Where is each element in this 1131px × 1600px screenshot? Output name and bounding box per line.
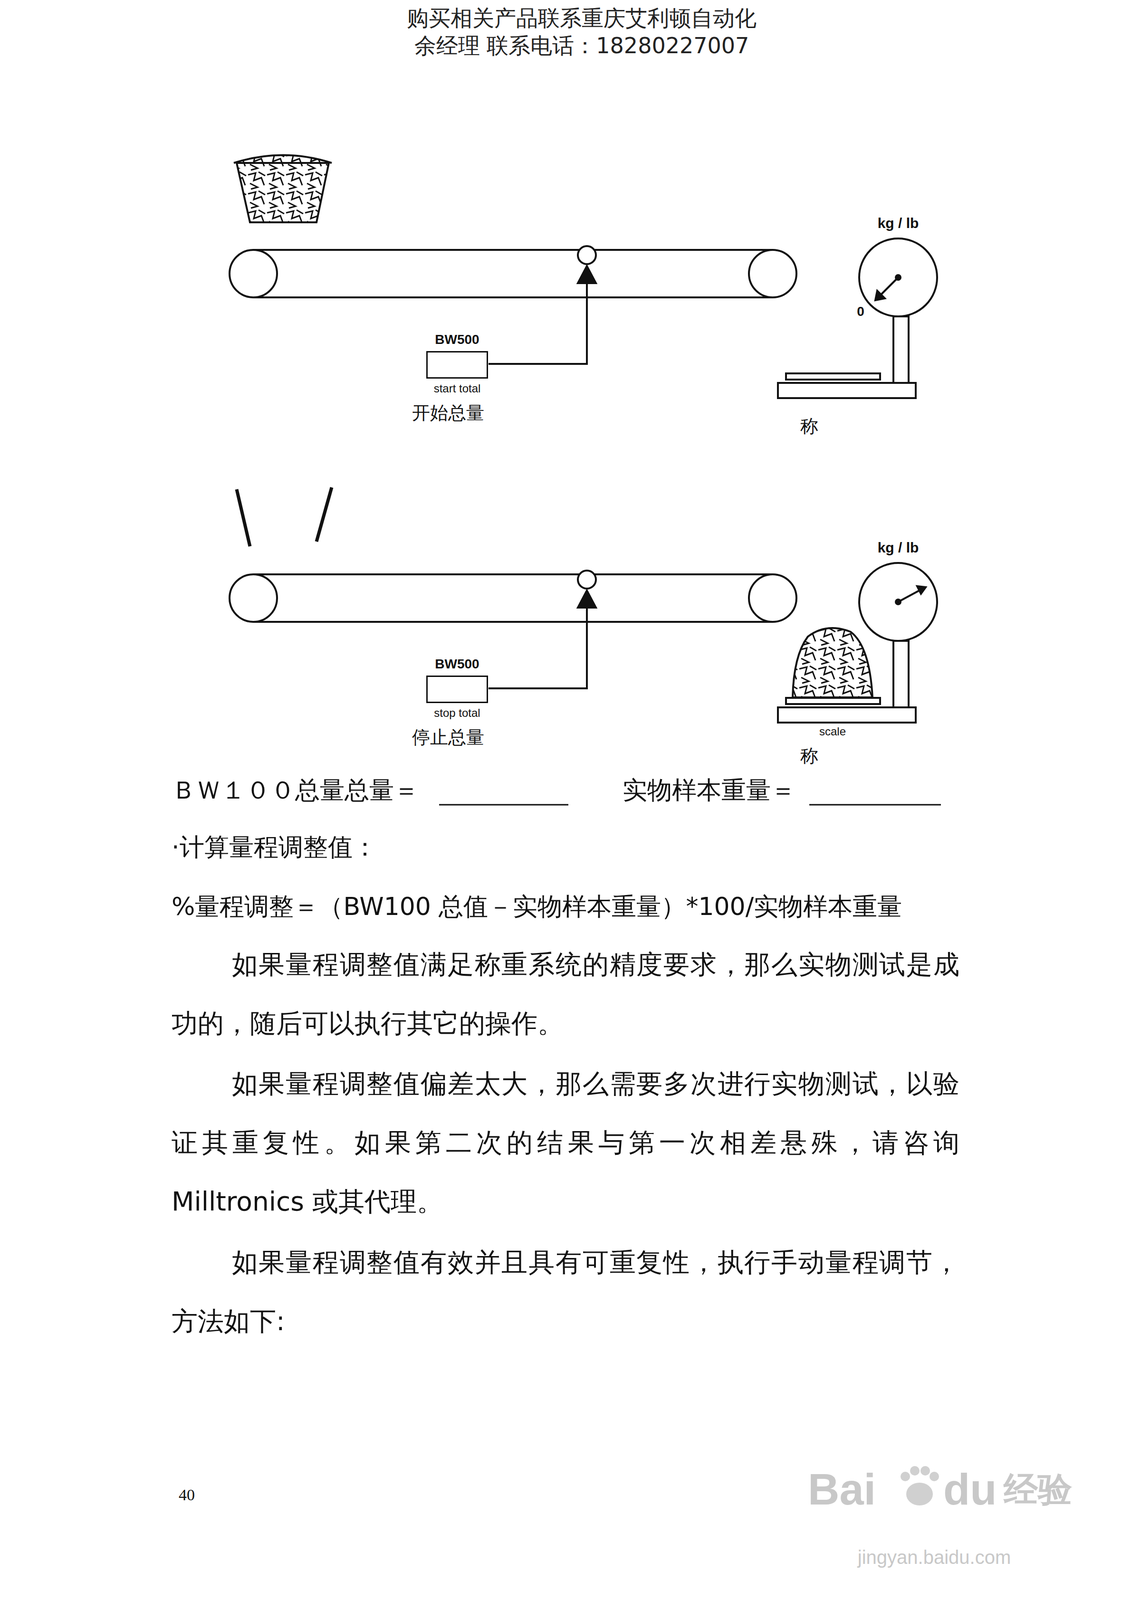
device-name: BW500 xyxy=(434,332,480,348)
caption-en: start total xyxy=(433,382,481,396)
caption-cn: 开始总量 xyxy=(412,402,485,425)
controller-box: BW500 xyxy=(426,657,489,704)
page-number: 40 xyxy=(178,1485,195,1506)
field-label: 实物样本重量＝ xyxy=(622,775,796,806)
scale-label: 称 xyxy=(800,415,819,438)
zero-mark: 0 xyxy=(856,303,865,320)
watermark: Bai xyxy=(807,1463,876,1516)
controller-outline xyxy=(426,351,489,379)
device-name: BW500 xyxy=(434,657,480,672)
header-text: 余经理 联系电话：18280227007 xyxy=(414,32,750,59)
controller-box: BW500 xyxy=(426,332,489,379)
unit-label: kg / lb xyxy=(877,214,920,232)
paragraph: 如果量程调整值满足称重系统的精度要求，那么实物测试是成功的，随后可以执行其它的操… xyxy=(171,935,960,1054)
watermark: 经验 xyxy=(1003,1469,1073,1511)
header-text: 购买相关产品联系重庆艾利顿自动化 xyxy=(406,5,757,32)
body-text: ·计算量程调整值： xyxy=(171,832,378,863)
caption-en: scale xyxy=(819,725,846,739)
scale-label: 称 xyxy=(800,745,819,768)
watermark: du xyxy=(943,1463,997,1516)
caption-en: stop total xyxy=(433,706,480,721)
unit-label: kg / lb xyxy=(877,539,920,557)
controller-outline xyxy=(426,675,489,704)
formula: %量程调整＝（BW100 总值－实物样本重量）*100/实物样本重量 xyxy=(171,891,902,922)
watermark: jingyan.baidu.com xyxy=(857,1546,1011,1570)
field-label: ＢＷ１００总量总量＝ xyxy=(171,775,419,806)
caption-cn: 停止总量 xyxy=(412,727,485,749)
paragraph: 如果量程调整值有效并且具有可重复性，执行手动量程调节，方法如下: xyxy=(171,1233,960,1352)
paragraph: 如果量程调整值偏差太大，那么需要多次进行实物测试，以验证其重复性。如果第二次的结… xyxy=(171,1054,960,1232)
